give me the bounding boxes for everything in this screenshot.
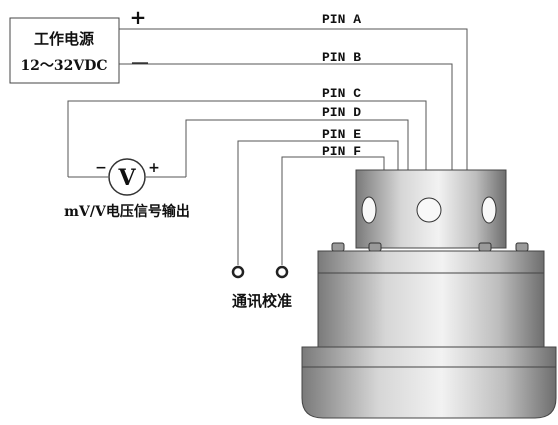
sensor-body — [317, 272, 545, 348]
wire-pin-e — [237, 140, 399, 265]
supply-plus-sign: + — [130, 5, 147, 29]
wire-pin-d — [185, 119, 409, 177]
pin-label-e: PIN E — [322, 127, 361, 142]
sensor-bolt-icon — [368, 242, 382, 252]
sensor-left-hole-icon — [361, 196, 377, 224]
wire-pin-b — [119, 63, 453, 170]
wire-pin-a — [119, 28, 468, 170]
wire-pin-c — [67, 100, 427, 177]
power-supply-range: 12～32VDC — [20, 58, 107, 74]
sensor-flange-top — [317, 250, 545, 274]
sensor-bolt-icon — [478, 242, 492, 252]
power-supply-box: 工作电源 12～32VDC — [9, 17, 120, 84]
sensor-device — [301, 169, 557, 419]
sensor-right-hole-icon — [481, 196, 497, 224]
calibration-caption: 通讯校准 — [232, 292, 292, 310]
terminal-f-icon — [275, 265, 289, 279]
terminal-e-icon — [231, 265, 245, 279]
pin-label-f: PIN F — [322, 144, 361, 159]
sensor-base-dome — [301, 366, 557, 419]
voltmeter-plus-sign: + — [148, 160, 160, 176]
pin-label-d: PIN D — [322, 105, 361, 120]
pin-label-b: PIN B — [322, 50, 361, 65]
voltmeter: V — [108, 158, 146, 196]
voltmeter-caption: mV/V电压信号输出 — [64, 203, 190, 220]
pin-label-a: PIN A — [322, 12, 361, 27]
voltmeter-symbol: V — [117, 165, 136, 191]
sensor-center-hole-icon — [416, 197, 442, 223]
pin-label-c: PIN C — [322, 86, 361, 101]
power-supply-title: 工作电源 — [34, 30, 94, 48]
wire-pin-f — [281, 156, 385, 265]
voltmeter-minus-sign: − — [95, 160, 107, 176]
voltmeter-icon — [108, 158, 146, 196]
sensor-bolt-icon — [331, 242, 345, 252]
supply-minus-sign: — — [131, 52, 149, 73]
sensor-base-rim — [301, 346, 557, 368]
sensor-bolt-icon — [515, 242, 529, 252]
